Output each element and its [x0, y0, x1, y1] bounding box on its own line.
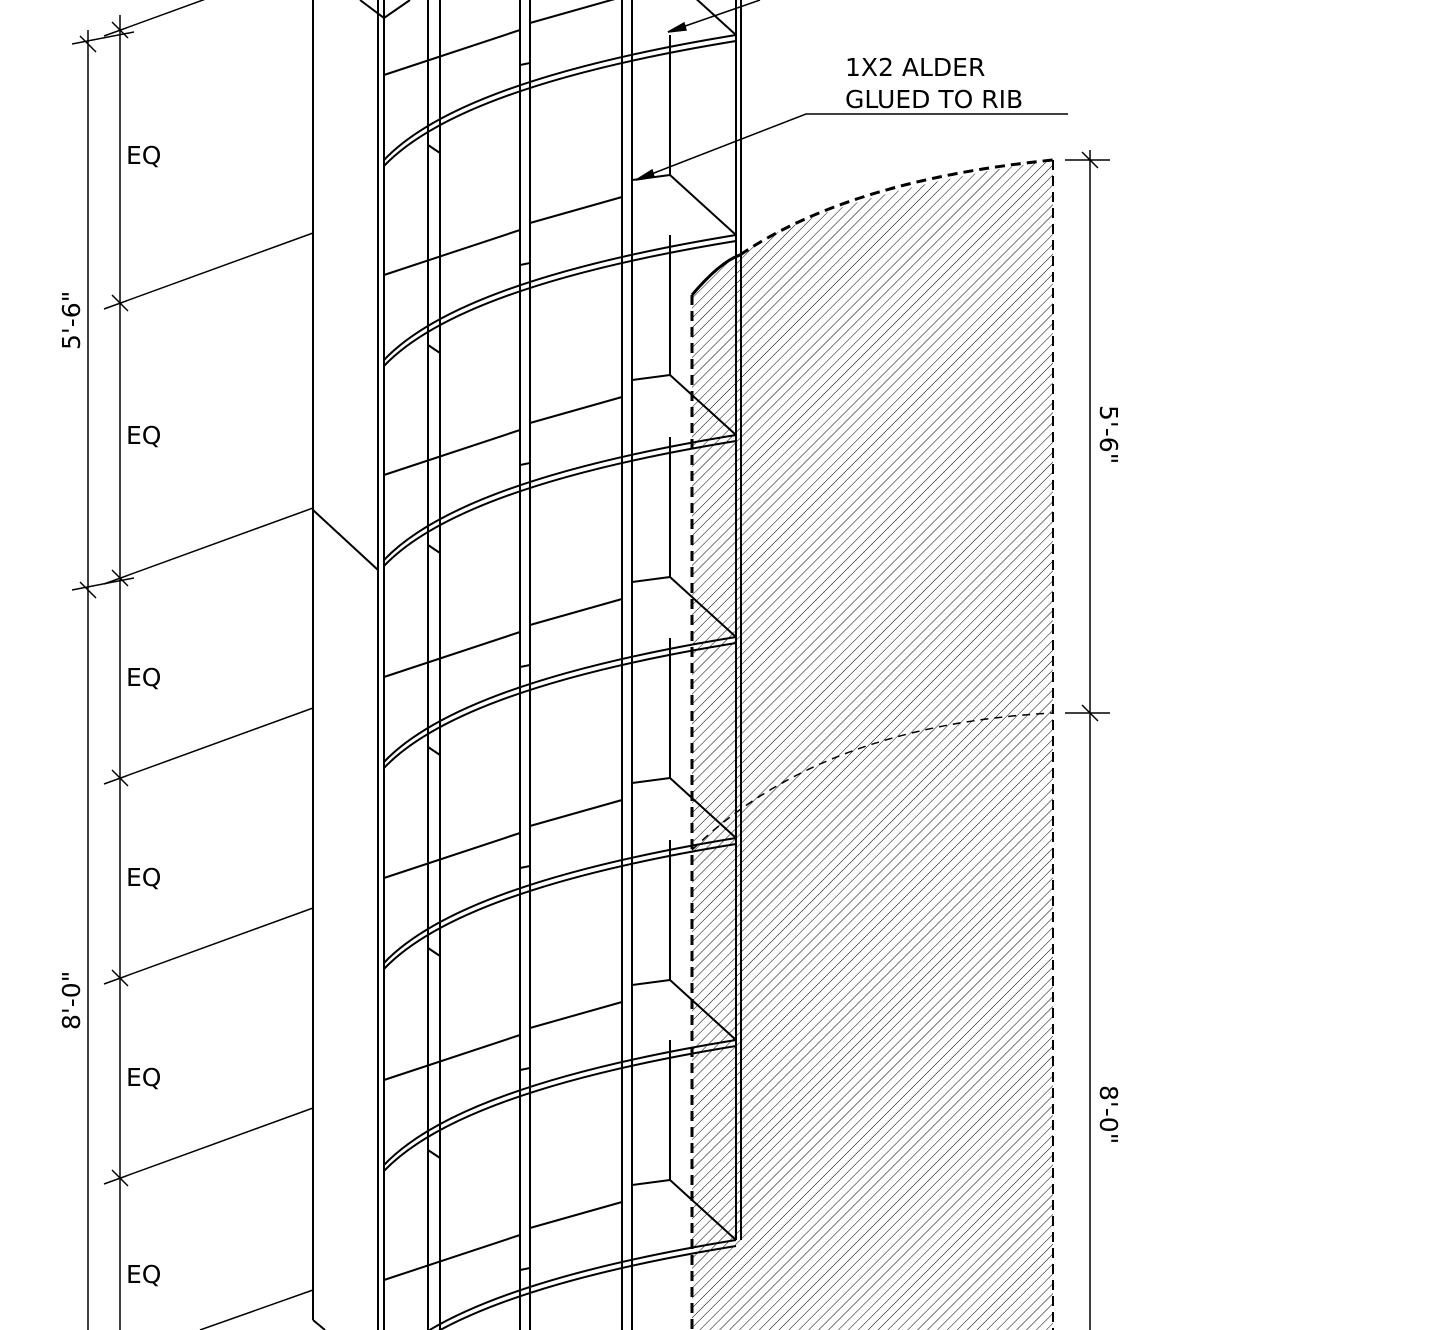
cross-strut — [529, 196, 623, 224]
joint — [427, 144, 441, 154]
cross-strut — [529, 1001, 623, 1029]
brace — [631, 1179, 671, 1186]
shelf-frame — [312, 0, 742, 1330]
curved-rib — [383, 240, 737, 367]
curved-rib — [438, 1245, 737, 1330]
cross-strut — [383, 1034, 521, 1081]
cross-strut — [529, 598, 623, 626]
dim-extension — [103, 907, 314, 985]
cross-strut — [529, 1201, 623, 1229]
dim-tick — [79, 581, 97, 599]
dim-extension — [71, 577, 135, 591]
left-dim-upper: 5'-6" — [57, 291, 86, 350]
dim-tick — [79, 35, 97, 53]
cross-strut — [383, 631, 521, 678]
post-bevel — [312, 1319, 326, 1330]
joint — [427, 344, 441, 354]
curved-rib — [383, 234, 737, 361]
curved-rib — [427, 1239, 737, 1330]
dim-extension — [103, 707, 314, 785]
callout-leader — [635, 0, 1068, 181]
brace — [669, 174, 737, 236]
curved-rib — [383, 642, 737, 769]
brace — [669, 576, 737, 638]
joint — [519, 1267, 531, 1271]
curved-rib — [383, 1045, 737, 1172]
dim-extension — [103, 507, 314, 585]
curved-rib — [383, 837, 737, 964]
brace — [631, 576, 671, 583]
callout-line-1: 1X2 ALDER — [845, 53, 985, 82]
joint — [519, 462, 531, 466]
eq-label: EQ — [126, 663, 161, 692]
eq-label: EQ — [126, 863, 161, 892]
dim-extension — [103, 232, 314, 310]
joint — [427, 1149, 441, 1159]
cross-strut — [529, 799, 623, 827]
right-dim-upper: 5'-6" — [1094, 405, 1123, 464]
eq-label: EQ — [126, 421, 161, 450]
joint — [427, 544, 441, 554]
brace — [696, 0, 737, 36]
joint — [427, 947, 441, 957]
joint — [519, 865, 531, 869]
left-dim-lower: 8'-0" — [57, 971, 86, 1030]
dim-extension — [103, 0, 206, 37]
curved-rib — [383, 434, 737, 561]
brace — [669, 979, 737, 1041]
joint — [427, 746, 441, 756]
joint — [519, 664, 531, 668]
callout-line-2: GLUED TO RIB — [845, 85, 1023, 114]
curved-rib — [383, 40, 737, 167]
right-dim-lower: 8'-0" — [1094, 1085, 1123, 1144]
dim-tick — [1081, 151, 1099, 169]
cross-strut — [383, 29, 521, 76]
joint — [519, 1067, 531, 1071]
curved-rib — [383, 843, 737, 970]
cross-strut — [529, 396, 623, 424]
brace — [669, 777, 737, 839]
joint — [519, 262, 531, 266]
cross-strut — [383, 832, 521, 879]
cross-strut — [529, 0, 616, 24]
cross-strut — [383, 1234, 521, 1281]
curved-rib — [383, 440, 737, 567]
brace — [631, 979, 671, 986]
dimension-lines — [71, 0, 1110, 1330]
brace — [669, 1179, 737, 1241]
post-bevel — [312, 509, 379, 571]
curved-rib — [383, 636, 737, 763]
brace — [669, 374, 737, 436]
cross-strut — [383, 229, 521, 276]
dim-tick — [1081, 704, 1099, 722]
joint — [519, 62, 531, 66]
dim-extension — [199, 1289, 314, 1330]
curved-rib — [383, 1039, 737, 1166]
cross-strut — [383, 429, 521, 476]
curved-rib — [383, 34, 737, 161]
eq-label: EQ — [126, 1260, 161, 1289]
brace — [631, 777, 671, 784]
eq-label: EQ — [126, 141, 161, 170]
eq-label: EQ — [126, 1063, 161, 1092]
brace — [631, 374, 671, 381]
hatched-panel — [690, 158, 1054, 1330]
dim-extension — [103, 1107, 314, 1185]
